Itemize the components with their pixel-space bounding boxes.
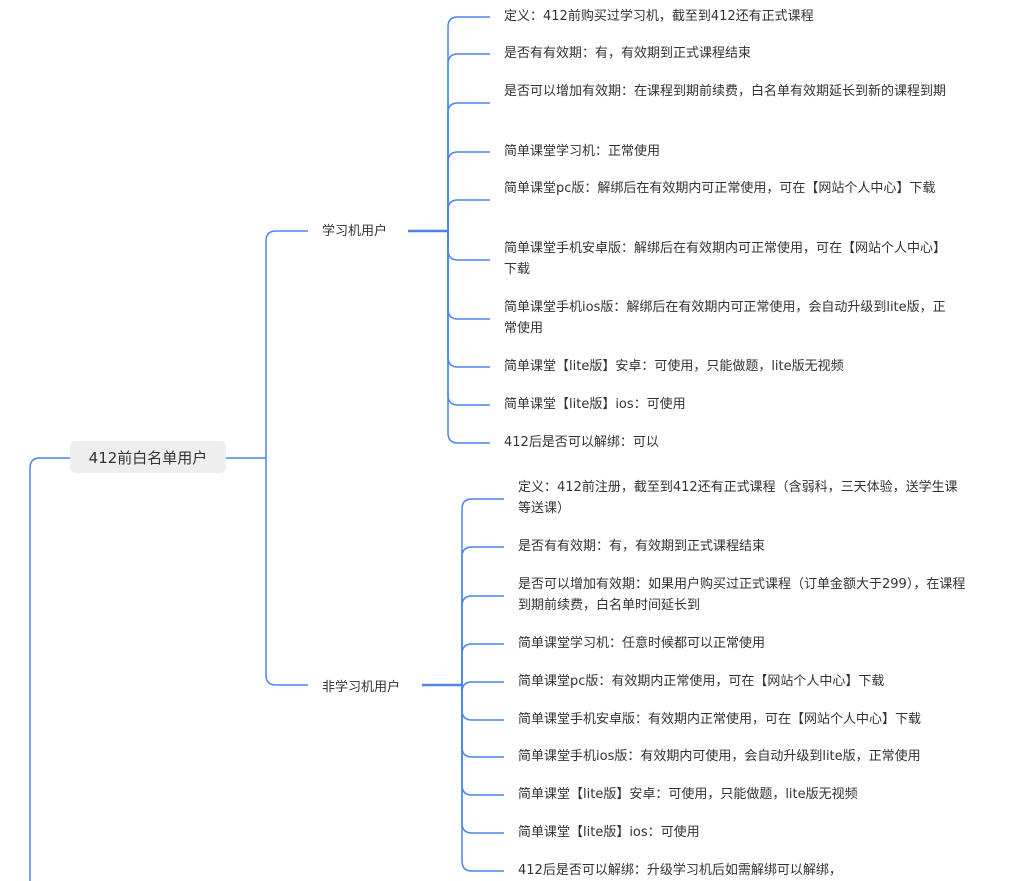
leaf-link-line <box>447 16 490 231</box>
leaf-lite-ios[interactable]: 简单课堂【lite版】ios：可使用 <box>504 397 686 412</box>
leaf-extend-validity[interactable]: 是否可以增加有效期：如果用户购买过正式课程（订单金额大于299），在课程到期前续… <box>518 577 966 613</box>
leaf-link-line <box>447 231 490 368</box>
leaf-link-line <box>447 199 490 231</box>
leaf-link-line <box>461 498 504 685</box>
leaf-learning-machine[interactable]: 简单课堂学习机：正常使用 <box>504 144 661 159</box>
leaf-pc-version[interactable]: 简单课堂pc版：解绑后在有效期内可正常使用，可在【网站个人中心】下载 <box>504 181 936 196</box>
leaf-link-line <box>461 685 504 758</box>
leaf-unbind-after-412[interactable]: 412后是否可以解绑：升级学习机后如需解绑可以解绑， <box>518 863 842 878</box>
branch-link-line <box>265 230 308 458</box>
leaf-link-line <box>461 643 504 685</box>
leaf-definition[interactable]: 定义：412前注册，截至到412还有正式课程（含弱科，三天体验，送学生课等送课） <box>518 480 958 516</box>
root-node[interactable]: 412前白名单用户 <box>70 441 226 473</box>
leaf-ios-version[interactable]: 简单课堂手机ios版：有效期内可使用，会自动升级到lite版，正常使用 <box>518 749 921 764</box>
leaf-pc-version[interactable]: 简单课堂pc版：有效期内正常使用，可在【网站个人中心】下载 <box>518 674 885 689</box>
leaf-link-line <box>461 546 504 685</box>
leaf-validity[interactable]: 是否有有效期：有，有效期到正式课程结束 <box>518 539 766 554</box>
leaf-unbind-after-412[interactable]: 412后是否可以解绑：可以 <box>504 435 659 450</box>
leaf-definition[interactable]: 定义：412前购买过学习机，截至到412还有正式课程 <box>504 9 814 24</box>
leaf-link-line <box>447 151 490 231</box>
leaf-android-version[interactable]: 简单课堂手机安卓版：有效期内正常使用，可在【网站个人中心】下载 <box>518 712 922 727</box>
leaf-link-line <box>461 685 504 796</box>
branch-node-learning-machine-users[interactable]: 学习机用户 <box>322 220 387 239</box>
leaf-ios-version[interactable]: 简单课堂手机ios版：解绑后在有效期内可正常使用，会自动升级到lite版，正常使… <box>504 300 946 336</box>
leaf-link-line <box>461 685 504 721</box>
leaf-lite-android[interactable]: 简单课堂【lite版】安卓：可使用，只能做题，lite版无视频 <box>504 359 844 374</box>
leaf-link-line <box>447 102 490 231</box>
branch-link-line <box>265 458 308 686</box>
leaf-link-line <box>461 681 504 693</box>
leaf-learning-machine[interactable]: 简单课堂学习机：任意时候都可以正常使用 <box>518 636 766 651</box>
leaf-validity[interactable]: 是否有有效期：有，有效期到正式课程结束 <box>504 46 752 61</box>
leaf-link-line <box>447 231 490 261</box>
branch-label: 学习机用户 <box>322 224 388 239</box>
root-label: 412前白名单用户 <box>88 448 208 467</box>
leaf-link-line <box>461 685 504 872</box>
leaf-extend-validity[interactable]: 是否可以增加有效期：在课程到期前续费，白名单有效期延长到新的课程到期 <box>504 84 947 99</box>
leaf-link-line <box>447 231 490 320</box>
leaf-link-line <box>447 53 490 231</box>
leaf-lite-ios[interactable]: 简单课堂【lite版】ios：可使用 <box>518 825 700 840</box>
branch-node-non-learning-machine-users[interactable]: 非学习机用户 <box>322 676 400 695</box>
branch-label: 非学习机用户 <box>322 680 401 695</box>
leaf-link-line <box>461 685 504 834</box>
leaf-lite-android[interactable]: 简单课堂【lite版】安卓：可使用，只能做题，lite版无视频 <box>518 787 858 802</box>
leaf-link-line <box>461 595 504 685</box>
leaf-android-version[interactable]: 简单课堂手机安卓版：解绑后在有效期内可正常使用，可在【网站个人中心】下载 <box>504 241 947 277</box>
leaf-link-line <box>447 231 490 444</box>
root-link-line <box>29 457 70 881</box>
